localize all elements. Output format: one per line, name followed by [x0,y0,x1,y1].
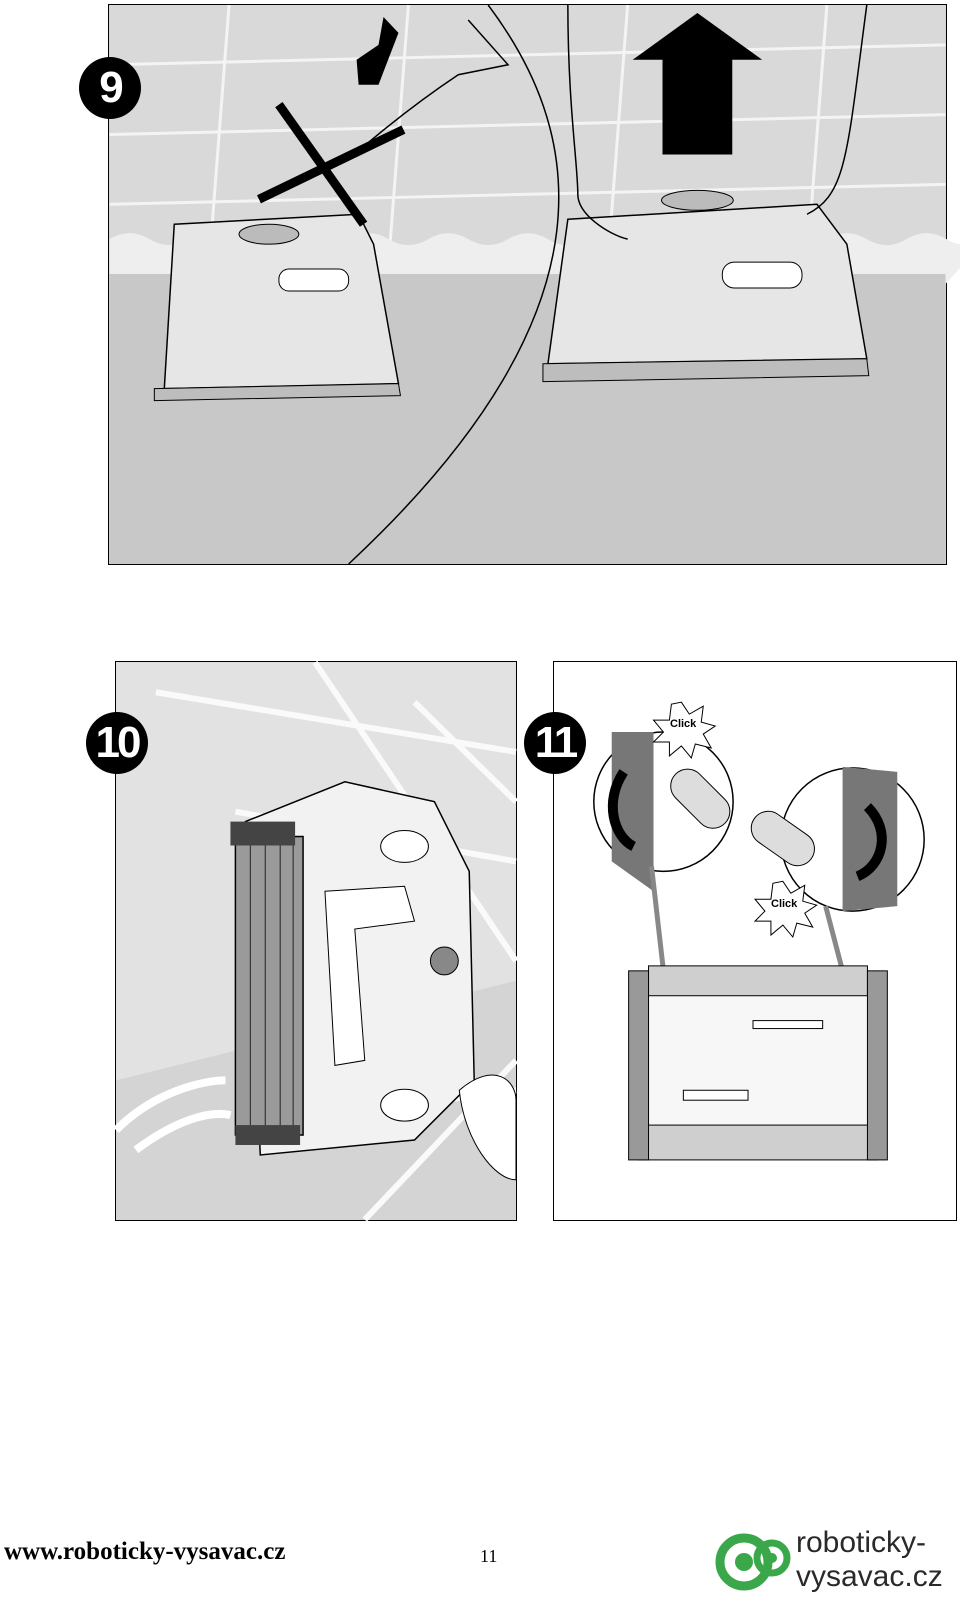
figure-9-badge: 9 [79,57,141,119]
figure-10-illustration [113,660,519,1222]
page-number: 11 [480,1546,498,1566]
figure-9-panel: 9 [79,4,960,565]
figure-11-badge: 11 [524,712,586,774]
figure-11-illustration [593,701,925,1161]
figure-11-panel: 11 Click Click [524,661,957,1221]
logo-mark-icon [715,1533,791,1591]
footer-url[interactable]: www.roboticky-vysavac.cz [4,1538,286,1565]
click-callout-2: Click [771,898,798,910]
figure-10-badge: 10 [86,712,148,774]
site-logo[interactable]: roboticky- vysavac.cz [714,1524,958,1604]
figure-9-illustration [109,4,960,565]
logo-text-line2: vysavac.cz [796,1560,943,1593]
figure-10-panel: 10 [86,660,519,1222]
click-callout-1: Click [670,718,697,730]
logo-text-line1: roboticky- [796,1526,927,1559]
